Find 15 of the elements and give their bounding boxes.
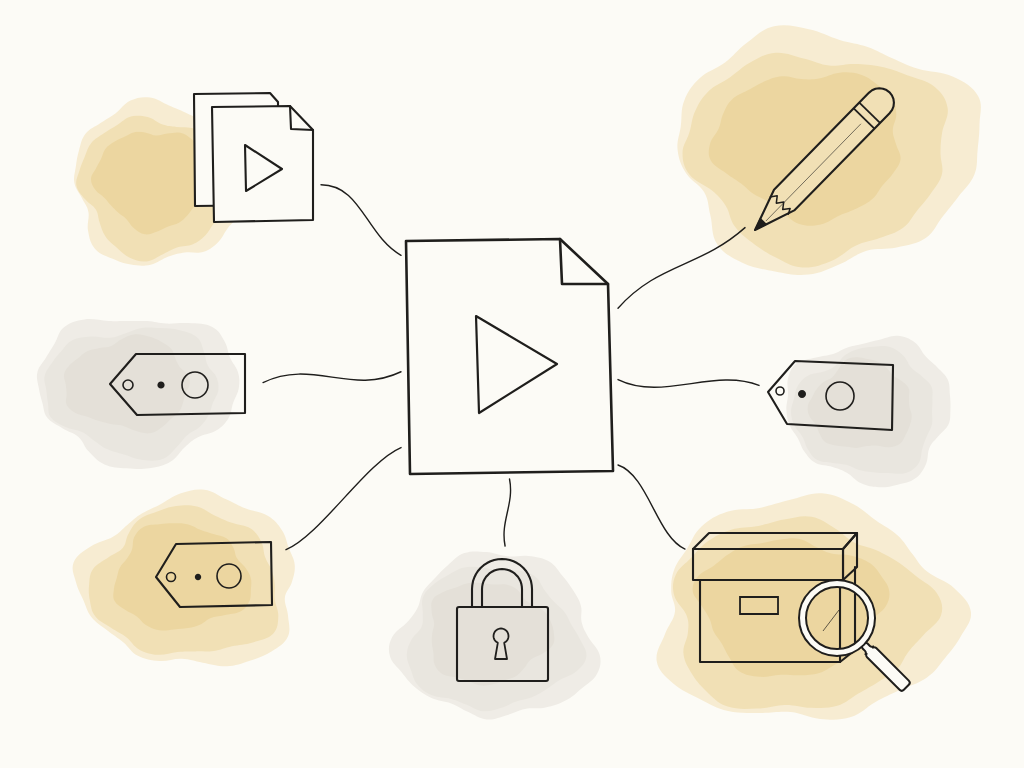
pencil-icon — [753, 87, 895, 232]
connector-line — [285, 446, 402, 551]
connector-line — [262, 371, 402, 384]
video-files-icon — [192, 91, 315, 224]
video-file-icon — [404, 237, 615, 476]
connector-line — [617, 226, 746, 309]
tag-icon — [108, 352, 247, 417]
tag-icon — [766, 359, 895, 432]
connector-line — [503, 478, 512, 547]
tag-icon — [154, 540, 274, 609]
connector-line — [617, 464, 686, 550]
box-magnifier-icon — [691, 531, 911, 692]
connector-line — [617, 378, 760, 388]
connector-line — [320, 184, 402, 256]
padlock-icon — [455, 557, 550, 683]
